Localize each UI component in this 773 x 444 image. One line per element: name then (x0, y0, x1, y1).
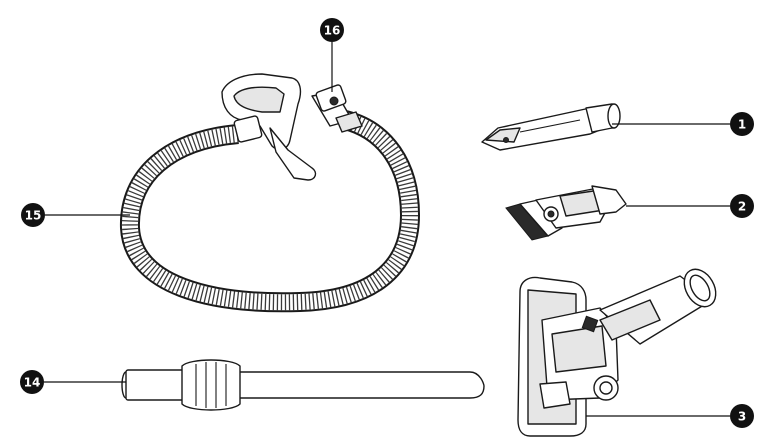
svg-text:2: 2 (738, 200, 746, 214)
brush-tool-icon (505, 185, 627, 241)
floor-nozzle-icon (517, 268, 717, 437)
extension-wand-icon (121, 359, 485, 411)
svg-text:14: 14 (24, 376, 41, 390)
svg-text:3: 3 (738, 410, 746, 424)
callout-2: 2 (730, 194, 754, 218)
svg-text:16: 16 (324, 24, 341, 38)
svg-text:15: 15 (25, 209, 42, 223)
callout-1: 1 (730, 112, 754, 136)
callout-15: 15 (21, 203, 45, 227)
callout-16: 16 (320, 18, 344, 42)
callout-14: 14 (20, 370, 44, 394)
flexible-hose-icon (119, 73, 421, 313)
crevice-tool-icon (481, 103, 621, 151)
callout-3: 3 (730, 404, 754, 428)
svg-text:1: 1 (738, 118, 746, 132)
